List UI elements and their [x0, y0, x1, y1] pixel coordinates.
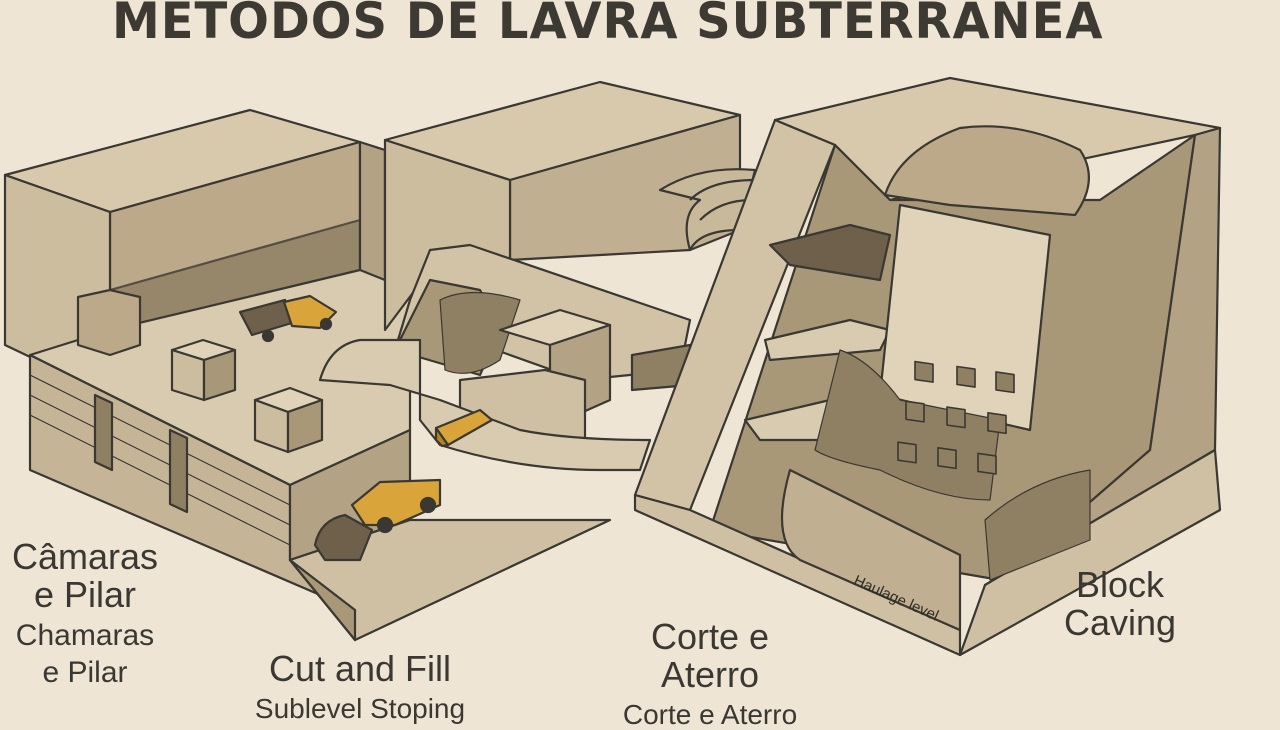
loader-truck-icon — [238, 294, 338, 343]
page-title: METODOS DE LAVRA SUBTERRANEA — [112, 0, 1104, 50]
drawpoint-grid-icon — [878, 203, 1052, 432]
haul-truck-icon — [434, 408, 494, 448]
label-sub-line1: Chamaras — [15, 618, 155, 652]
label-corte-e-aterro: Corte e Aterro Corte e Aterro — [610, 618, 810, 729]
label-main-line2: Caving — [1063, 601, 1177, 643]
label-room-and-pillar: Câmaras e Pilar Chamaras e Pilar — [0, 538, 170, 689]
cut-and-fill-block — [318, 80, 757, 472]
label-main-line1: Câmaras — [11, 536, 159, 577]
label-cut-and-fill: Cut and Fill Sublevel Stoping — [230, 650, 490, 723]
label-main-line1: Block — [1075, 564, 1165, 605]
label-main-line2: e Pilar — [33, 573, 137, 615]
label-main-line2: Aterro — [660, 653, 760, 695]
label-sub: Corte e Aterro — [622, 698, 798, 730]
lhd-loader-icon — [313, 478, 442, 562]
label-main-line1: Corte e — [650, 616, 770, 657]
label-sub-line2: e Pilar — [42, 656, 128, 690]
room-and-pillar-block — [3, 108, 612, 642]
label-block-caving: Block Caving — [1040, 566, 1200, 642]
label-sub: Sublevel Stoping — [254, 692, 466, 724]
label-main: Cut and Fill — [268, 648, 452, 689]
